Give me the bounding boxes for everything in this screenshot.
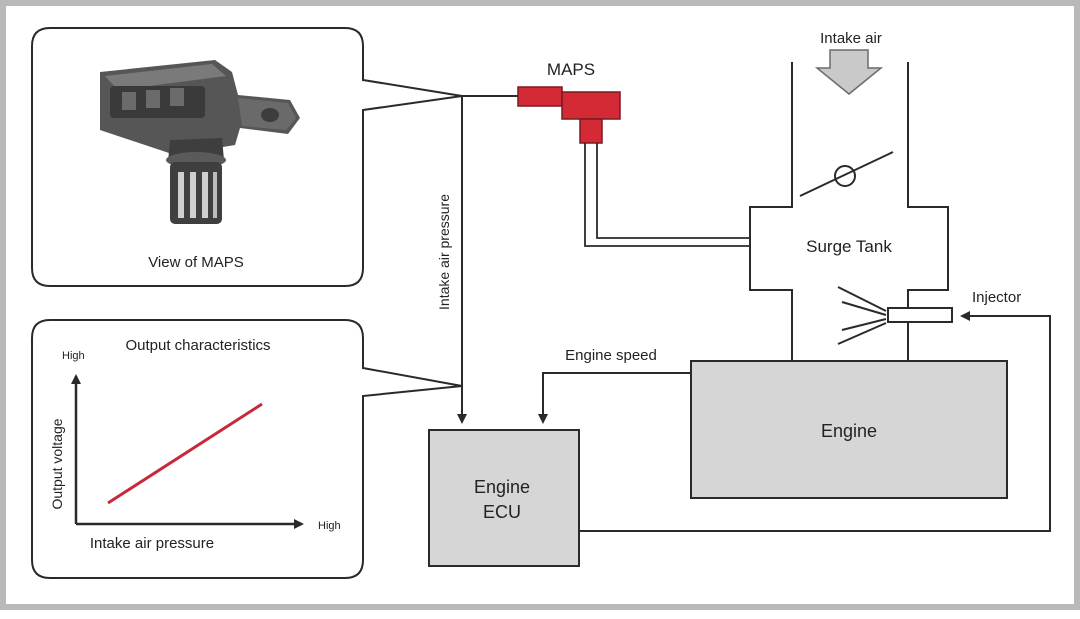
engine-speed-line (538, 372, 691, 424)
maps-sensor-icon (517, 86, 621, 144)
photo-caption: View of MAPS (148, 254, 244, 271)
throttle-valve-icon (799, 151, 894, 197)
characteristic-line (107, 402, 263, 505)
engine-label: Engine (821, 421, 877, 441)
engine-speed-label: Engine speed (565, 347, 657, 364)
intake-air-label: Intake air (820, 30, 882, 47)
engine-box (690, 360, 1008, 499)
photo-callout: View of MAPS (31, 27, 463, 287)
graph-y-high-label: High (62, 350, 85, 362)
injector-icon (837, 286, 953, 345)
surge-tank-label: Surge Tank (806, 237, 892, 256)
ecu-label-line2: ECU (483, 502, 521, 522)
maps-label: MAPS (547, 60, 595, 79)
pressure-line-label: Intake air pressure (436, 194, 452, 310)
maps-sensor-photo-icon (100, 60, 300, 224)
graph-y-axis-label: Output voltage (49, 418, 65, 509)
injector-label: Injector (972, 289, 1021, 306)
intake-air-arrow-icon (814, 49, 884, 95)
graph-callout: Output characteristics High High Output … (31, 319, 463, 579)
injector-control-line (579, 311, 1051, 532)
graph-x-axis-label: Intake air pressure (90, 535, 214, 552)
vacuum-hose (584, 143, 750, 247)
graph-title: Output characteristics (125, 337, 270, 354)
ecu-box (428, 429, 580, 567)
graph-x-high-label: High (318, 520, 341, 532)
ecu-label-line1: Engine (474, 477, 530, 497)
intake-duct-outline (749, 62, 949, 360)
